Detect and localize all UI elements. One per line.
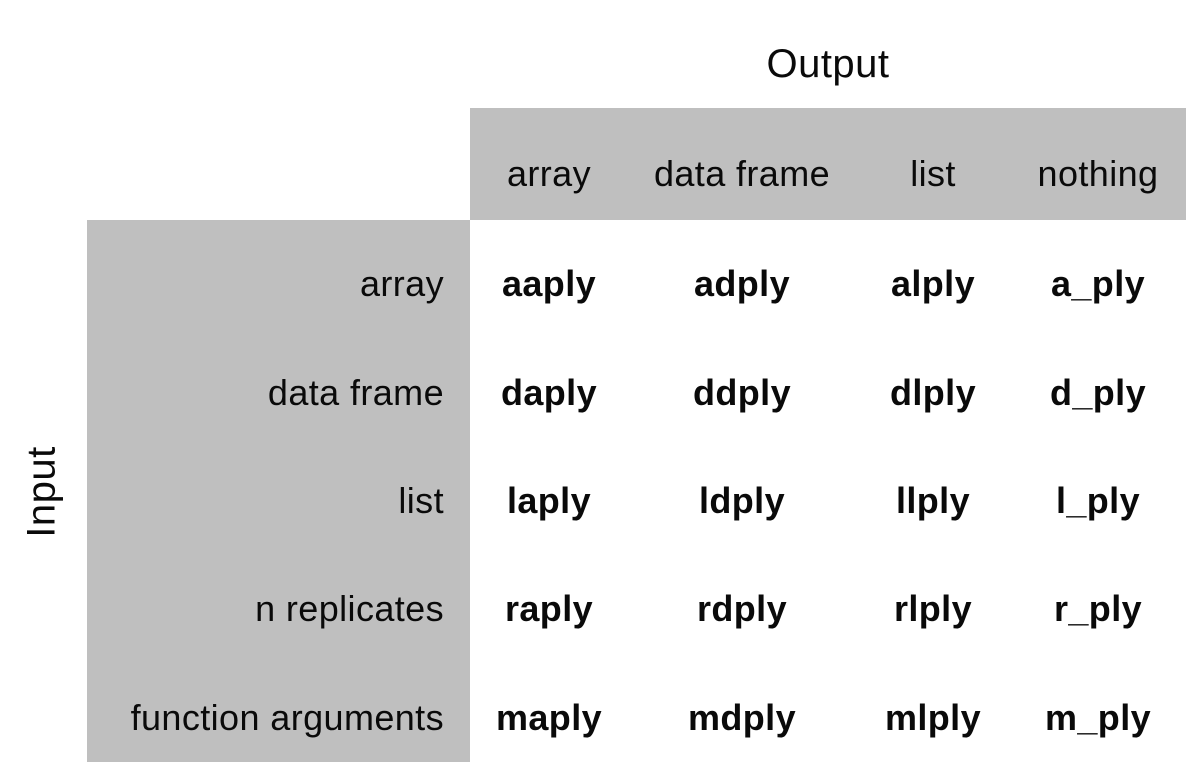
- col-header-list: list: [856, 108, 1010, 220]
- col-header-array: array: [470, 108, 628, 220]
- cell-llply: llply: [895, 479, 971, 521]
- cell-aaply: aaply: [501, 263, 597, 305]
- function-matrix-table: array data frame list nothing array aapl…: [87, 108, 1186, 762]
- col-header-nothing: nothing: [1010, 108, 1186, 220]
- cell-mlply: mlply: [884, 696, 982, 738]
- cell-ldply: ldply: [698, 479, 785, 521]
- input-axis-title: Input: [19, 446, 64, 538]
- cell-l_ply: l_ply: [1055, 479, 1141, 521]
- row-header-array: array: [87, 220, 470, 329]
- col-header-data-frame: data frame: [628, 108, 856, 220]
- output-axis-title: Output: [766, 42, 890, 86]
- cell-m_ply: m_ply: [1044, 696, 1152, 738]
- cell-adply: adply: [693, 263, 791, 305]
- cell-rlply: rlply: [893, 588, 973, 630]
- corner-spacer: [87, 108, 470, 220]
- cell-laply: laply: [506, 479, 592, 521]
- cell-daply: daply: [500, 371, 598, 413]
- row-header-function-arguments: function arguments: [87, 653, 470, 762]
- row-header-data-frame: data frame: [87, 328, 470, 437]
- row-header-list: list: [87, 436, 470, 546]
- cell-d_ply: d_ply: [1049, 371, 1147, 413]
- row-header-n-replicates: n replicates: [87, 545, 470, 654]
- cell-dlply: dlply: [889, 371, 976, 413]
- cell-ddply: ddply: [693, 371, 791, 413]
- cell-alply: alply: [890, 263, 976, 305]
- cell-a_ply: a_ply: [1050, 263, 1146, 305]
- cell-mdply: mdply: [687, 696, 796, 738]
- cell-maply: maply: [495, 696, 603, 738]
- cell-rdply: rdply: [696, 588, 787, 630]
- cell-raply: raply: [504, 588, 594, 630]
- cell-r_ply: r_ply: [1053, 588, 1143, 630]
